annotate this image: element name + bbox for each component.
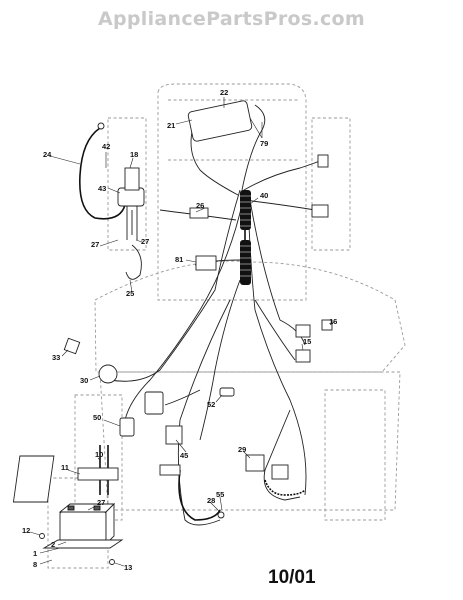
tractor-outline	[47, 83, 406, 569]
callout-10: 10	[95, 450, 103, 459]
callout-8: 8	[33, 560, 37, 569]
callout-29: 29	[238, 445, 246, 454]
watermark-text: AppliancePartsPros.com	[97, 8, 365, 30]
callout-24: 24	[43, 150, 52, 159]
harness-sleeve	[240, 190, 251, 285]
callout-42: 42	[102, 142, 110, 151]
callout-18: 18	[130, 150, 138, 159]
callout-12: 12	[22, 526, 30, 535]
callout-11: 11	[61, 463, 69, 472]
callout-2: 2	[51, 540, 55, 549]
callout-21: 21	[167, 121, 175, 130]
main-harness	[109, 104, 323, 526]
callout-27: 27	[97, 498, 105, 507]
callout-16: 16	[329, 317, 337, 326]
left-cable	[78, 122, 145, 280]
callout-81: 81	[175, 255, 183, 264]
callout-26: 26	[196, 201, 204, 210]
callout-79: 79	[260, 139, 268, 148]
callout-50: 50	[93, 413, 101, 422]
callout-13: 13	[124, 563, 132, 572]
callout-55: 55	[216, 490, 224, 499]
callout-27: 27	[91, 240, 99, 249]
callout-52: 52	[207, 400, 215, 409]
battery-cable	[178, 469, 306, 521]
battery-assembly	[12, 445, 124, 565]
callout-22: 22	[220, 88, 228, 97]
callout-28: 28	[207, 496, 215, 505]
callout-1: 1	[33, 549, 37, 558]
components	[63, 100, 333, 519]
callout-27: 27	[141, 237, 149, 246]
callout-labels: 22 21 79 42 24 18 43 40 26 27 27 81 25 1…	[22, 88, 337, 572]
callout-30: 30	[80, 376, 88, 385]
callout-15: 15	[303, 337, 311, 346]
callout-40: 40	[260, 191, 268, 200]
callout-25: 25	[126, 289, 134, 298]
callout-leaders	[29, 97, 335, 567]
page-date: 10/01	[268, 567, 316, 588]
callout-45: 45	[180, 451, 188, 460]
callout-33: 33	[52, 353, 60, 362]
callout-43: 43	[98, 184, 106, 193]
